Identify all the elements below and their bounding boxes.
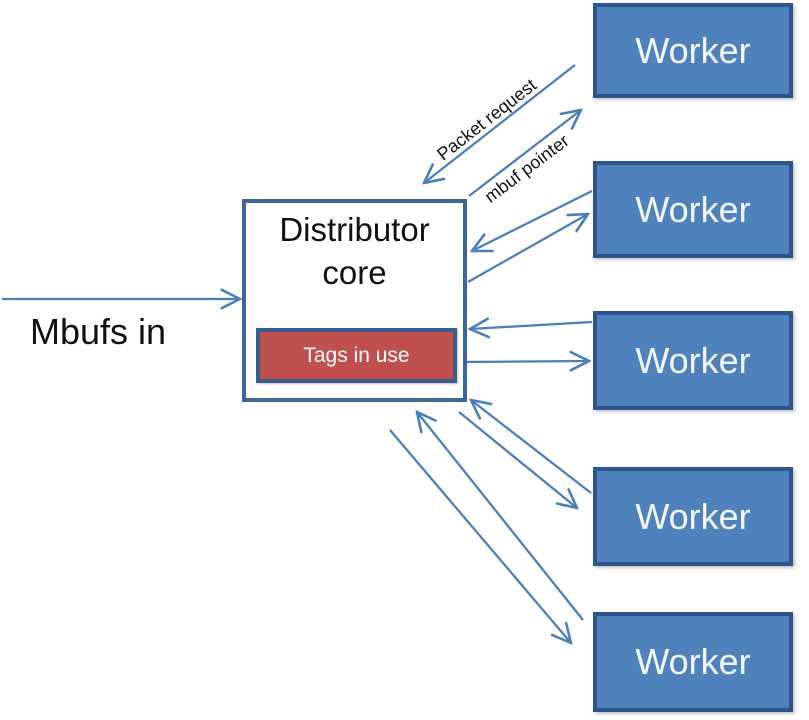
- worker-label: Worker: [635, 339, 751, 381]
- worker-box-1: Worker: [593, 3, 793, 98]
- worker2-pointer-arrow: [467, 214, 588, 283]
- worker-label: Worker: [635, 29, 751, 71]
- worker-label: Worker: [635, 495, 751, 537]
- worker3-pointer-arrow: [464, 361, 589, 362]
- worker3-request-arrow: [470, 322, 593, 329]
- mbufs-in-label: Mbufs in: [30, 311, 167, 352]
- distributor-core-title: Distributor core: [279, 211, 430, 291]
- packet-request-arrow: [424, 64, 576, 183]
- worker-label: Worker: [635, 641, 751, 682]
- worker-box-4: Worker: [593, 467, 793, 566]
- worker5-pointer-arrow: [389, 429, 571, 643]
- worker-box-5: Worker: [593, 612, 793, 712]
- worker-box-3: Worker: [593, 311, 793, 410]
- worker4-pointer-arrow: [458, 411, 577, 508]
- worker-box-2: Worker: [593, 161, 793, 258]
- worker-label: Worker: [635, 188, 751, 230]
- worker4-request-arrow: [471, 400, 592, 494]
- tags-in-use-box: Tags in use: [256, 328, 457, 383]
- tags-in-use-label: Tags in use: [303, 343, 410, 367]
- worker2-request-arrow: [472, 189, 593, 251]
- mbuf-pointer-arrow: [468, 110, 581, 197]
- worker5-request-arrow: [417, 412, 584, 621]
